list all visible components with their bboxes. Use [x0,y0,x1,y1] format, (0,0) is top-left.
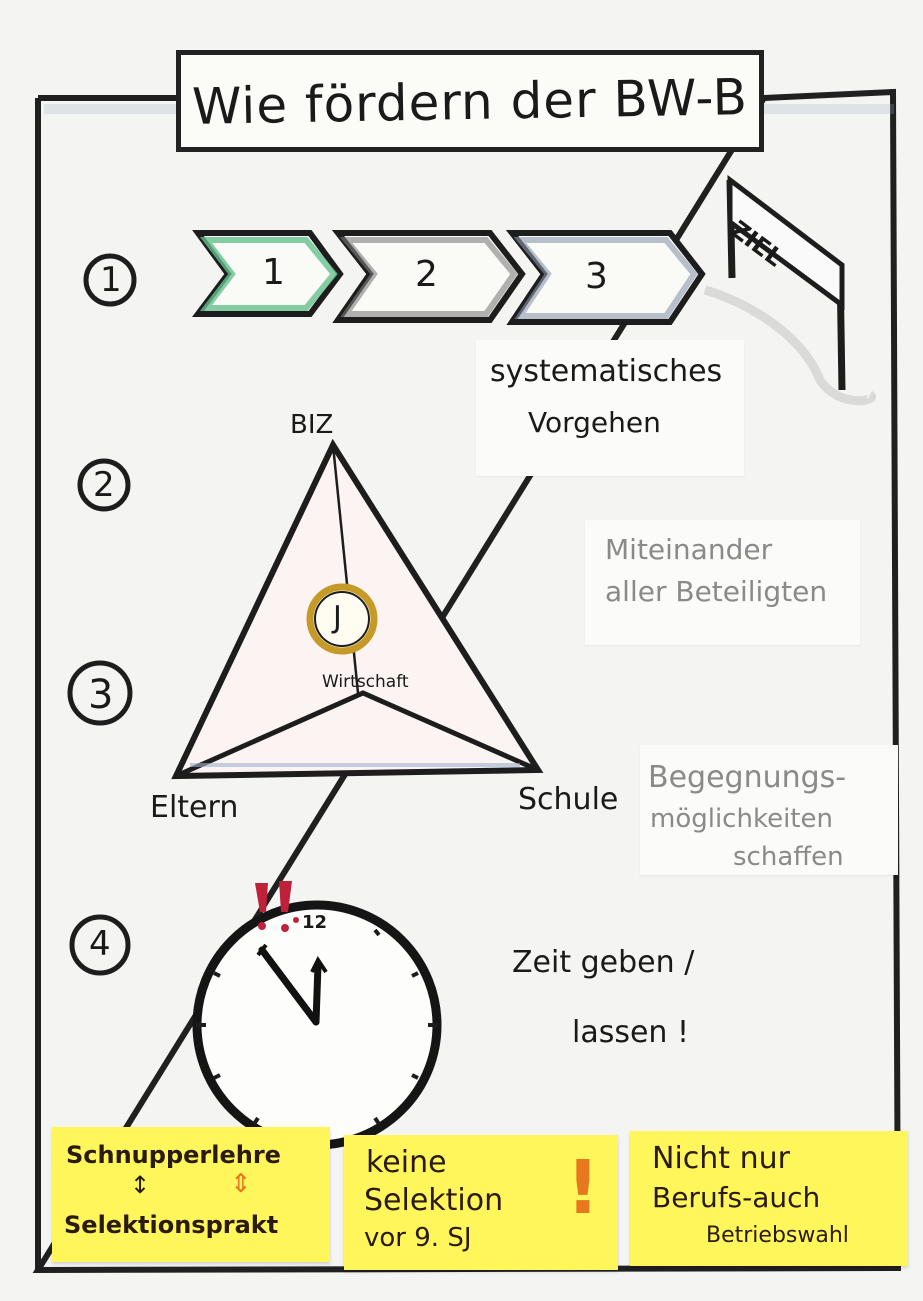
sticky-note-3: Nicht nur Berufs-auch Betriebswahl [630,1131,908,1266]
sticky3-line1: Nicht nur [652,1141,790,1176]
sticky1-line3: Selektionsprakt [64,1211,278,1239]
triangle-label-center: Wirtschaft [322,672,409,692]
center-circle [310,587,374,651]
clock-minute-hand [316,965,318,1022]
section4-note-line2: lassen ! [572,1015,689,1050]
sticky2-line2: Selektion [364,1183,503,1218]
sticky2-line3: vor 9. SJ [364,1223,472,1253]
section2-note-line1: Miteinander [605,533,772,566]
section3-note-line2: möglichkeiten [650,804,833,834]
sticky3-line2: Berufs-auch [652,1181,820,1214]
page-title: Wie fördern der BW-B [181,68,760,136]
sticky-note-2: keine Selektion vor 9. SJ ! [344,1135,618,1270]
section3-note-line1: Begegnungs- [648,760,846,795]
arrow-label-1: 1 [262,252,285,293]
section1-note-line2: Vorgehen [528,406,661,439]
title-box: Wie fördern der BW-B [176,50,764,152]
sticky2-line1: keine [366,1145,447,1180]
step-number-1: 1 [100,260,122,300]
sticky2-exclamation: ! [566,1145,600,1231]
section4-note-line1: Zeit geben / [512,945,694,980]
triangle-label-top: BIZ [290,410,333,440]
step-number-2: 2 [93,465,115,505]
sticky-note-1: Schnupperlehre ↕ ⇕ Selektionsprakt [52,1127,330,1262]
triangle-label-right: Schule [518,782,618,817]
section3-note-line3: schaffen [733,842,844,872]
step-number-4: 4 [89,924,111,964]
arrow-label-2: 2 [415,254,438,295]
triangle-label-left: Eltern [150,790,238,825]
sticky1-arrow: ↕ [130,1171,150,1199]
arrow-label-3: 3 [585,256,608,297]
section2-note-line2: aller Beteiligten [605,575,827,608]
sticky1-line1: Schnupperlehre [66,1141,281,1169]
sticky1-orange-arrow: ⇕ [230,1169,252,1199]
clock-twelve: 12 [302,912,327,933]
triangle-circle-label: J [333,600,342,635]
step-number-3: 3 [88,672,113,718]
clock-alarm: !! [263,862,274,878]
sticky3-line3: Betriebswahl [706,1223,849,1248]
section1-note-line1: systematisches [490,354,722,389]
